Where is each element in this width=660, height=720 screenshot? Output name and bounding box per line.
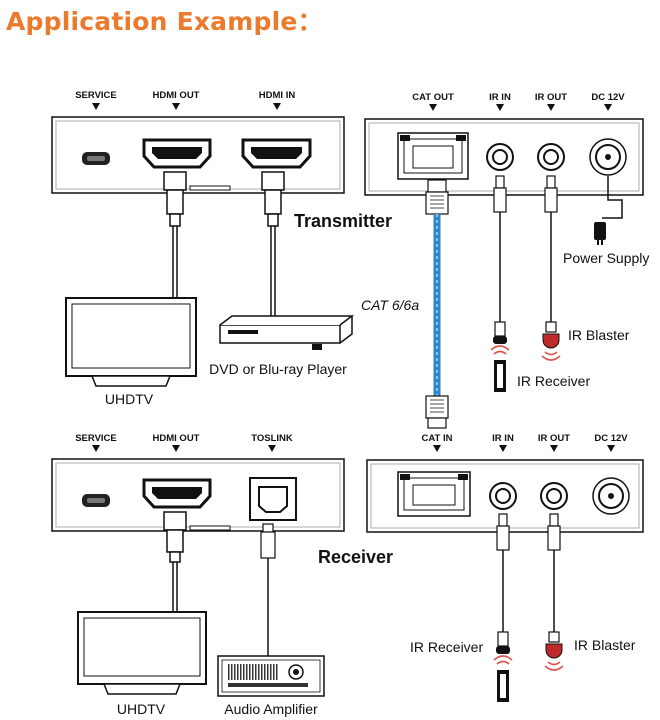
tx-ir-blaster-icon [541,321,561,361]
tx-hdmi-out-arrow [172,103,180,110]
tx-cat-out-label: CAT OUT [412,92,454,103]
rx-ir-blaster-icon [544,631,564,671]
tx-ir-cables [493,175,558,322]
rx-hdmi-out-label: HDMI OUT [153,433,200,444]
audio-amplifier-icon [217,655,325,697]
cat-cable [425,179,449,429]
rx-uhdtv-label: UHDTV [117,701,166,717]
tx-service-arrow [92,103,100,110]
rx-ir-receiver-icon [493,631,513,702]
tx-hdmi-in-label: HDMI IN [259,90,296,101]
tx-hdmi-in-arrow [273,103,281,110]
power-supply-label: Power Supply [563,250,649,266]
rx-ir-in-label: IR IN [492,433,514,444]
rx-service-label: SERVICE [75,433,117,444]
tx-dc-label: DC 12V [591,92,625,103]
tx-uhdtv-icon [65,297,197,387]
rx-ir-blaster-label: IR Blaster [574,637,636,653]
transmitter-front-panel: SERVICE HDMI OUT HDMI IN [51,90,345,194]
tx-uhdtv-label: UHDTV [105,391,154,407]
tx-ir-in-label: IR IN [489,92,511,103]
tx-hdmi-cable-plugs [163,171,285,325]
audio-amplifier-label: Audio Amplifier [224,701,318,717]
dvd-player-label: DVD or Blu-ray Player [209,361,347,377]
rx-front-cables [163,511,276,656]
power-supply-icon [594,176,623,245]
tx-ir-receiver-label: IR Receiver [517,373,590,389]
tx-service-label: SERVICE [75,90,117,101]
tx-ir-blaster-label: IR Blaster [568,327,630,343]
tx-ir-receiver-icon [490,321,510,392]
rx-ir-receiver-label: IR Receiver [410,639,483,655]
page-title: Application Example： [6,7,323,36]
receiver-front-panel: SERVICE HDMI OUT TOSLINK [51,433,345,532]
rx-ir-cables [496,513,561,632]
tx-hdmi-out-label: HDMI OUT [153,90,200,101]
cat-cable-label: CAT 6/6a [361,297,419,313]
rx-dc-label: DC 12V [594,433,628,444]
rx-cat-in-label: CAT IN [422,433,453,444]
rx-toslink-label: TOSLINK [251,433,293,444]
dvd-player-icon [219,315,355,350]
rx-uhdtv-icon [77,611,207,695]
transmitter-label: Transmitter [294,211,392,231]
rx-ir-out-label: IR OUT [538,433,570,444]
tx-ir-out-label: IR OUT [535,92,567,103]
receiver-label: Receiver [318,547,393,567]
